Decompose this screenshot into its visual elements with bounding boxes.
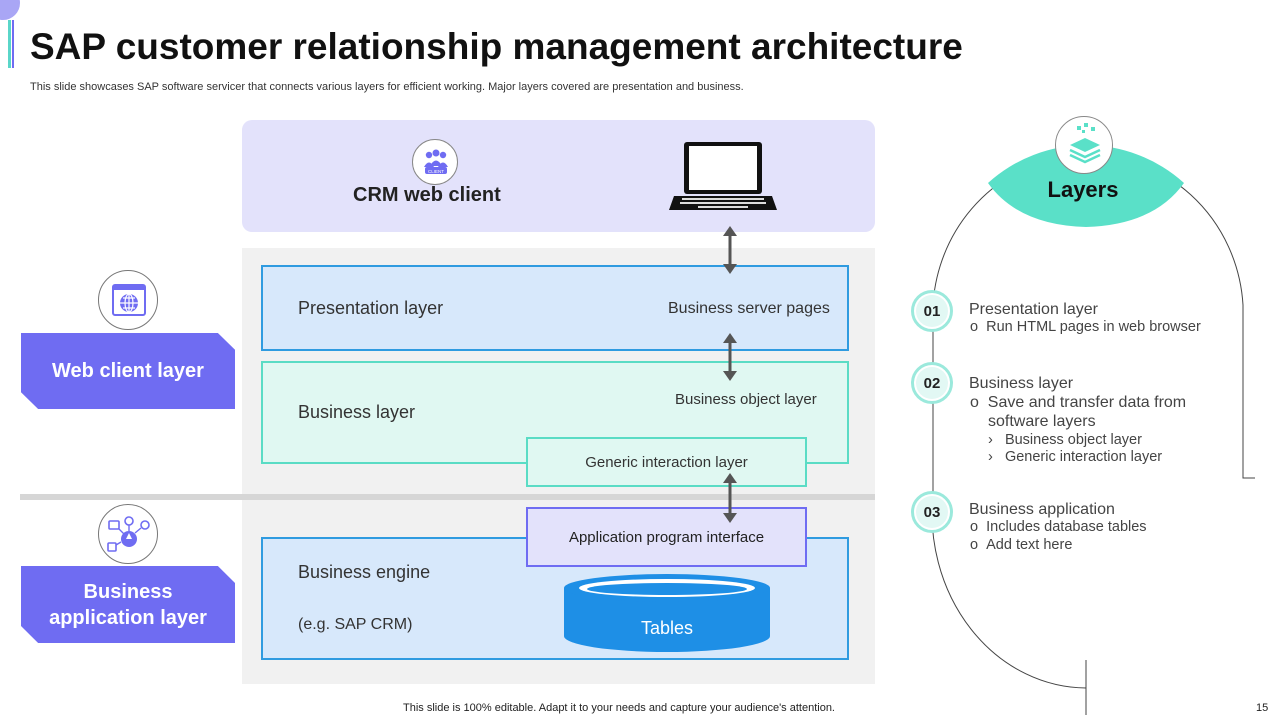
crm-web-client-label: CRM web client [353, 184, 501, 206]
stacked-layers-icon [1055, 116, 1113, 174]
layers-arch-outline [931, 145, 1255, 715]
client-badge-text: CLIENT [428, 169, 444, 174]
application-program-interface-label: Application program interface [568, 528, 765, 546]
step-number-badge: 01 [911, 290, 953, 332]
layer-item-title: Business layer [969, 375, 1074, 392]
title-accent-bar-secondary [12, 20, 14, 68]
double-arrow-icon [723, 226, 737, 274]
title-accent-bar [8, 20, 11, 68]
layer-item-bullet: o Add text here [970, 537, 1073, 553]
page-title: SAP customer relationship management arc… [30, 26, 963, 67]
layer-item-sub-bullet: › Business object layer [988, 432, 1142, 448]
laptop-icon [668, 140, 778, 212]
layer-item-bullet-continued: software layers [988, 413, 1096, 430]
layer-item-title: Business application [969, 501, 1115, 518]
layer-item-title: Presentation layer [969, 301, 1098, 318]
generic-interaction-layer-box: Generic interaction layer [526, 437, 807, 487]
business-application-layer-label: Business application layer [49, 580, 207, 629]
footer-note: This slide is 100% editable. Adapt it to… [403, 702, 835, 714]
client-group-icon: CLIENT [412, 139, 458, 185]
step-number: 02 [916, 367, 948, 399]
crm-web-client-box [242, 120, 875, 232]
presentation-layer-box [261, 265, 849, 351]
business-engine-example: (e.g. SAP CRM) [298, 616, 413, 633]
layer-item-bullet: o Save and transfer data from [970, 394, 1187, 411]
generic-interaction-layer-label: Generic interaction layer [585, 453, 748, 471]
corner-decoration [0, 0, 20, 20]
double-arrow-icon [723, 333, 737, 381]
business-layer-label: Business layer [298, 402, 416, 422]
step-number: 03 [916, 496, 948, 528]
step-number-badge: 03 [911, 491, 953, 533]
double-arrow-icon [723, 473, 737, 523]
layers-title: Layers [1047, 177, 1119, 202]
step-number-badge: 02 [911, 362, 953, 404]
web-client-layer-banner: Web client layer [21, 333, 235, 409]
layer-item-bullet: o Includes database tables [970, 519, 1147, 535]
page-number: 15 [1256, 702, 1269, 714]
database-tables-icon [562, 572, 772, 656]
web-client-layer-label: Web client layer [52, 360, 204, 382]
presentation-layer-label: Presentation layer [298, 298, 444, 318]
layer-item-sub-bullet: › Generic interaction layer [988, 449, 1163, 465]
business-engine-label: Business engine [298, 562, 431, 582]
business-object-layer-label: Business object layer [675, 391, 817, 408]
layer-divider [20, 494, 875, 500]
business-server-pages-label: Business server pages [668, 300, 830, 317]
business-application-layer-banner: Business application layer [21, 566, 235, 643]
app-network-icon [98, 504, 158, 564]
tables-label: Tables [640, 618, 694, 638]
page-subtitle: This slide showcases SAP software servic… [30, 81, 744, 93]
layer-item-bullet: o Run HTML pages in web browser [970, 319, 1201, 335]
step-number: 01 [916, 295, 948, 327]
globe-window-icon [98, 270, 158, 330]
application-program-interface-box: Application program interface [526, 507, 807, 567]
